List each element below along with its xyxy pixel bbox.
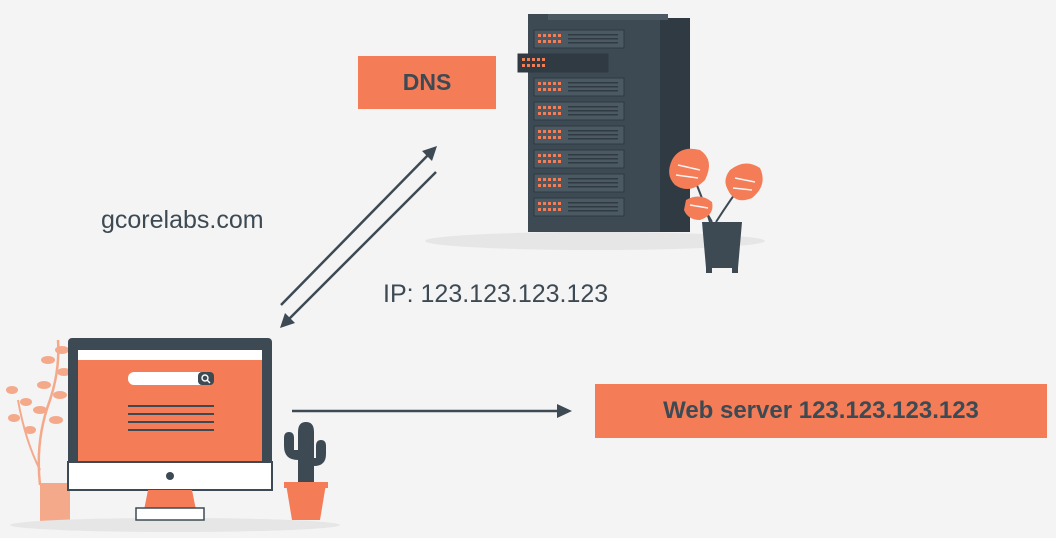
server-unit [517,53,609,73]
monitor-shadow [10,518,340,532]
ip-address-label: IP: 123.123.123.123 [383,280,609,308]
web-server-label: Web server 123.123.123.123 [663,397,979,424]
dns-box: DNS [358,56,496,109]
dns-label: DNS [402,69,452,95]
server-unit [533,197,625,217]
monitor-icon [67,338,273,521]
search-bar-icon [128,372,214,385]
dns-request-arrows [280,146,437,328]
server-unit [533,125,625,145]
fern-plant-icon [6,339,71,521]
web-request-arrow [292,404,572,418]
server-shadow [425,232,765,250]
server-unit [533,149,625,169]
server-unit [533,173,625,193]
cactus-icon [284,422,328,520]
server-rack-icon [517,14,690,232]
server-unit [533,29,625,49]
web-server-box: Web server 123.123.123.123 [595,384,1047,438]
monstera-plant-icon [669,148,763,273]
server-unit [533,77,625,97]
domain-label: gcorelabs.com [101,206,264,234]
server-unit [533,101,625,121]
